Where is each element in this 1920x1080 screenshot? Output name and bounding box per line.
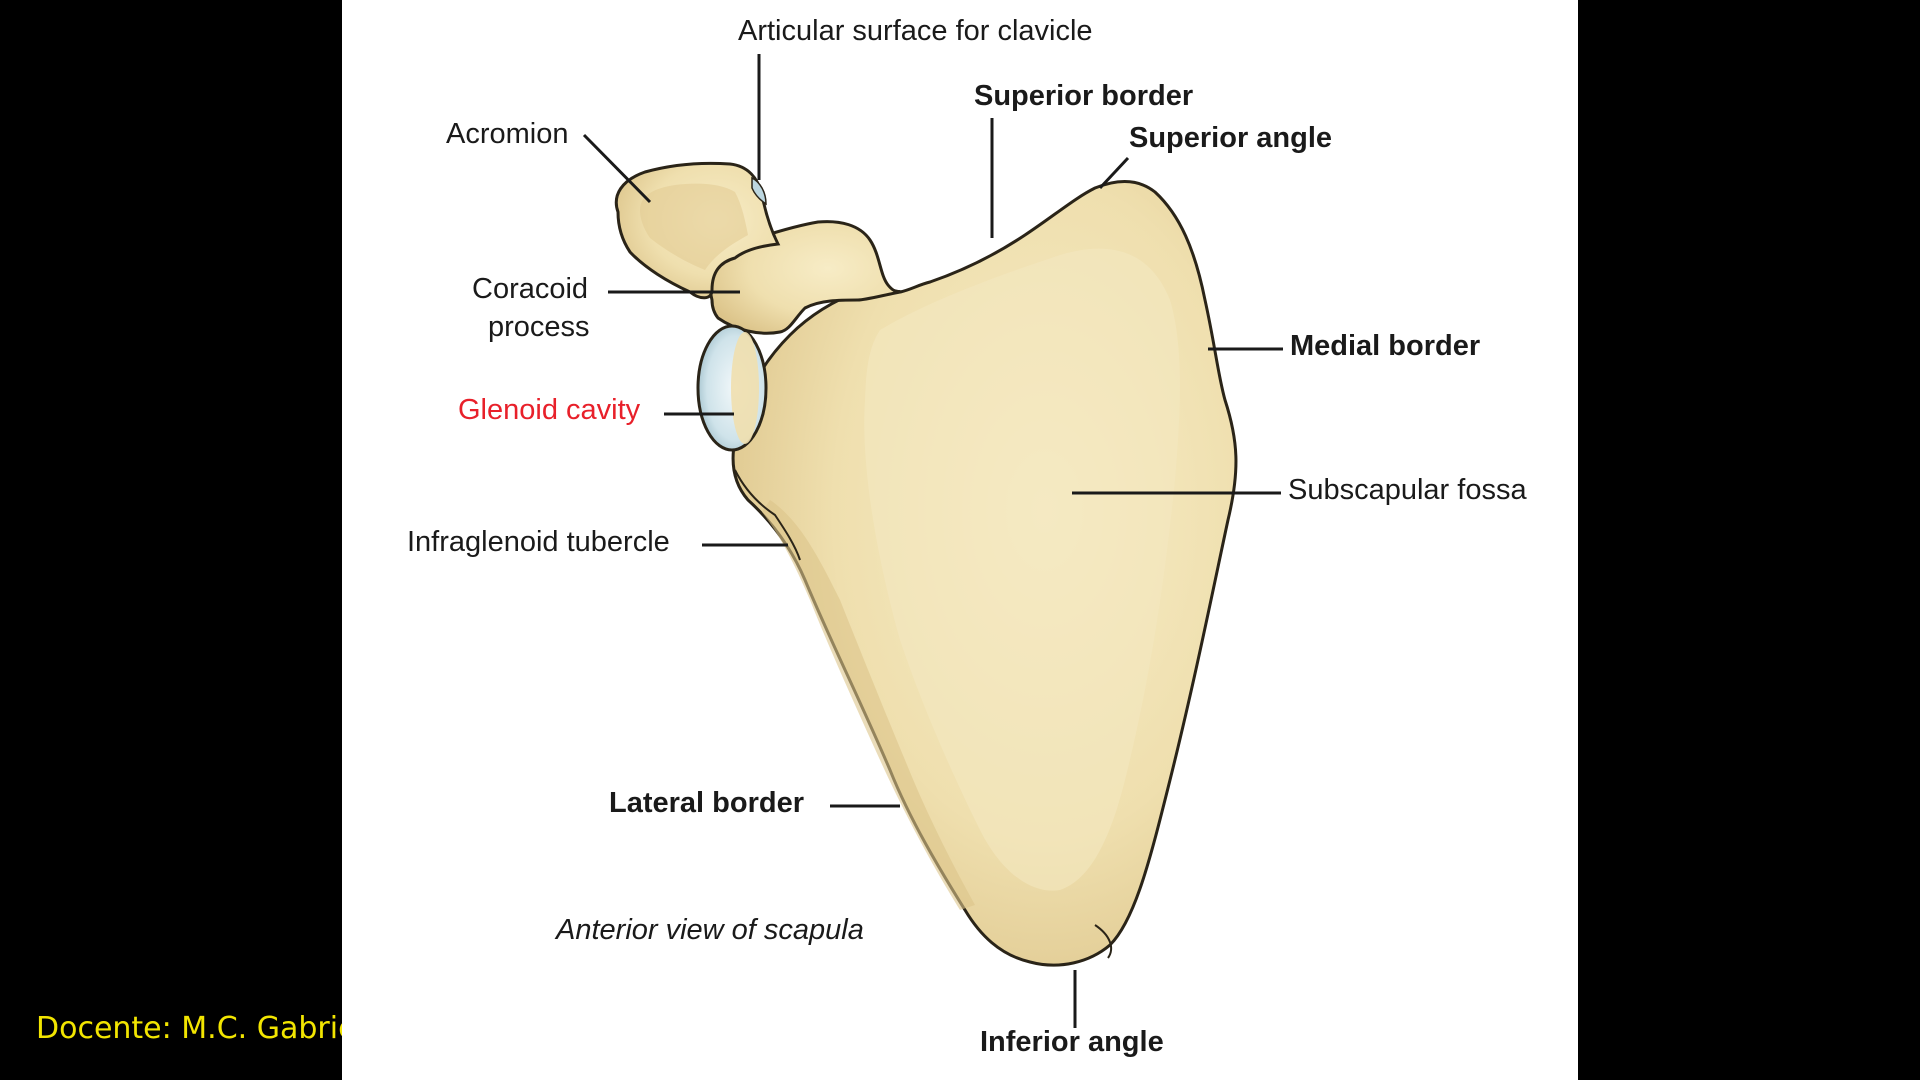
- label-coracoid-line1: Coracoid: [472, 273, 589, 305]
- diagram-caption: Anterior view of scapula: [556, 914, 864, 946]
- label-inferior-angle: Inferior angle: [980, 1026, 1164, 1058]
- leader-lines: [582, 54, 1283, 1028]
- leader-superior-angle: [1098, 156, 1130, 190]
- label-articular-surface: Articular surface for clavicle: [738, 15, 1093, 47]
- subscapular-fossa-shade: [864, 248, 1180, 891]
- coracoid-process: [708, 220, 902, 335]
- label-coracoid-line2: process: [488, 311, 590, 343]
- label-glenoid-cavity: Glenoid cavity: [458, 394, 641, 426]
- leader-acromion: [582, 133, 652, 204]
- footer-docente: Docente: M.C. Gabriel: [36, 1011, 342, 1046]
- glenoid-rim: [731, 332, 759, 444]
- label-subscapular-fossa: Subscapular fossa: [1288, 474, 1527, 506]
- lateral-pillar-shade: [762, 500, 975, 910]
- label-lateral-border: Lateral border: [609, 787, 804, 819]
- label-medial-border: Medial border: [1290, 330, 1481, 362]
- label-superior-border: Superior border: [974, 80, 1194, 112]
- label-infraglenoid-tubercle: Infraglenoid tubercle: [407, 526, 670, 558]
- label-acromion: Acromion: [446, 118, 569, 150]
- clavicular-facet: [751, 176, 767, 206]
- inferior-angle-bump: [1094, 924, 1113, 959]
- acromion-inner: [640, 183, 748, 270]
- infraglenoid-tubercle-shape: [734, 469, 801, 561]
- label-superior-angle: Superior angle: [1129, 122, 1333, 154]
